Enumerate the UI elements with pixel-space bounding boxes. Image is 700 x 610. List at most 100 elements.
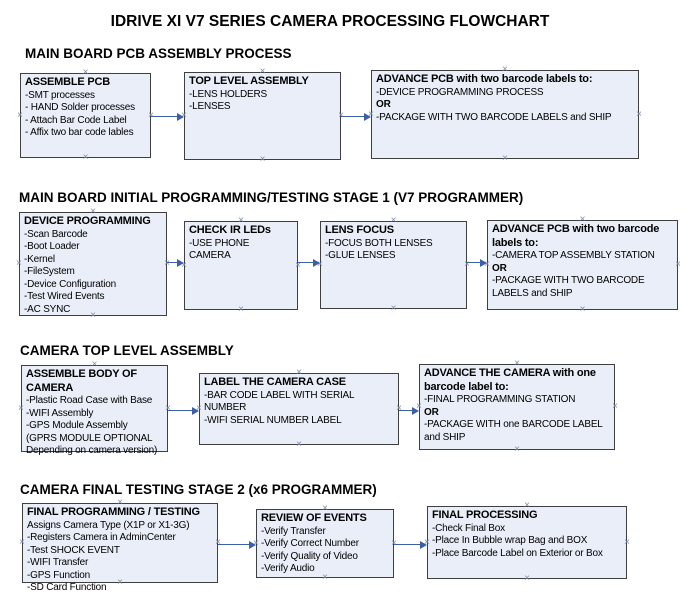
arrow-head-icon (364, 112, 371, 121)
arrow-shaft (151, 116, 179, 117)
box-line: -USE PHONE CAMERA (189, 237, 250, 262)
box-line: -GLUE LENSES (325, 250, 396, 261)
connection-point-icon: × (579, 304, 586, 315)
box-body: -Check Final Box-Place In Bubble wrap Ba… (432, 523, 622, 561)
box-title: FINAL PROGRAMMING / TESTING (27, 506, 200, 518)
box-top-level-assembly: TOP LEVEL ASSEMBLY -LENS HOLDERS-LENSES … (181, 67, 344, 165)
box-body: -FOCUS BOTH LENSES-GLUE LENSES (325, 238, 462, 263)
box-title: REVIEW OF EVENTS (261, 512, 367, 524)
box-line: OR (424, 406, 439, 418)
box-title: DEVICE PROGRAMMING (24, 215, 151, 227)
box-title: LENS FOCUS (325, 224, 394, 236)
arrow-head-icon (192, 406, 199, 415)
box-line: -WIFI Assembly (26, 407, 94, 419)
box-body: -Scan Barcode-Boot Loader-Kernel-FileSys… (24, 229, 162, 317)
box-line: - Attach Bar Code Label (25, 114, 127, 126)
box-line: -AC SYNC (24, 303, 71, 315)
box-line: -Kernel (24, 253, 55, 265)
box-body: -Verify Transfer-Verify Correct Number-V… (261, 526, 389, 576)
box-line: -FINAL PROGRAMMING STATION (424, 394, 576, 405)
box-line: -PACKAGE WITH TWO BARCODE LABELS and SHI… (376, 111, 612, 123)
connection-point-icon: × (16, 258, 22, 269)
box-line: Assigns Camera Type (X1P or X1-3G) (27, 519, 190, 531)
arrow-head-icon (412, 406, 419, 415)
section-heading-final-testing: CAMERA FINAL TESTING STAGE 2 (x6 PROGRAM… (20, 482, 377, 497)
arrow-shaft (394, 544, 422, 545)
box-line: -SMT processes (25, 89, 95, 101)
arrow-head-icon (313, 258, 320, 267)
box-assemble-pcb: ASSEMBLE PCB -SMT processes- HAND Solder… (17, 68, 154, 163)
section-heading-stage1: MAIN BOARD INITIAL PROGRAMMING/TESTING S… (19, 190, 524, 205)
connection-point-icon: × (82, 152, 89, 163)
box-line: -WIFI SERIAL NUMBER LABEL (204, 414, 342, 426)
box-title: CHECK IR LEDs (189, 224, 271, 236)
connection-point-icon: × (514, 444, 520, 455)
box-check-ir-leds: CHECK IR LEDs -USE PHONE CAMERA ×××× (181, 216, 301, 315)
box-title: ASSEMBLE PCB (25, 76, 110, 88)
arrow-head-icon (177, 112, 184, 121)
box-line: -PACKAGE WITH one BARCODE LABEL and SHIP (424, 419, 603, 443)
box-line: -Check Final Box (432, 522, 505, 534)
box-lens-focus: LENS FOCUS -FOCUS BOTH LENSES-GLUE LENSE… (317, 216, 470, 314)
box-line: -CAMERA TOP ASSEMBLY STATION (492, 250, 655, 261)
box-line: -FOCUS BOTH LENSES (325, 237, 433, 249)
box-line: -BAR CODE LABEL WITH SERIAL NUMBER (204, 389, 355, 414)
connection-point-icon: × (524, 573, 530, 584)
connection-point-icon: × (502, 153, 508, 164)
box-title: TOP LEVEL ASSEMBLY (189, 75, 309, 87)
box-line: -FileSystem (24, 266, 75, 277)
box-final-programming-testing: FINAL PROGRAMMING / TESTING Assigns Came… (19, 498, 221, 594)
box-line: -GPS Module Assembly (26, 420, 128, 431)
arrow-shaft (168, 410, 194, 411)
connection-point-icon: × (19, 537, 25, 548)
arrow-finalprog-to-review (218, 540, 256, 549)
box-advance-pcb-stage1: ADVANCE PCB with two barcode labels to: … (484, 215, 681, 315)
box-line: -Test Wired Events (24, 291, 105, 302)
section-heading-pcb-assembly: MAIN BOARD PCB ASSEMBLY PROCESS (25, 46, 292, 61)
box-review-of-events: REVIEW OF EVENTS -Verify Transfer-Verify… (253, 504, 397, 583)
connection-point-icon: × (390, 303, 397, 314)
arrow-shaft (341, 116, 366, 117)
box-line: -Verify Correct Number (261, 538, 359, 549)
connection-point-icon: × (17, 109, 23, 121)
arrow-assemble-to-toplevel (151, 112, 184, 121)
arrow-head-icon (249, 540, 256, 549)
box-body: -SMT processes- HAND Solder processes- A… (25, 90, 146, 140)
box-line: (GPRS MODULE OPTIONAL (26, 432, 153, 444)
box-line: - Affix two bar code lables (25, 127, 134, 138)
box-body: -LENS HOLDERS-LENSES (189, 89, 336, 114)
arrow-shaft (218, 544, 251, 545)
box-line: -SD Card Function (27, 582, 107, 593)
box-line: -Place Barcode Label on Exterior or Box (432, 547, 603, 559)
box-body: -BAR CODE LABEL WITH SERIAL NUMBER-WIFI … (204, 390, 394, 428)
arrow-body-to-label (168, 406, 199, 415)
box-device-programming: DEVICE PROGRAMMING -Scan Barcode-Boot Lo… (16, 207, 170, 321)
box-title: ADVANCE PCB with two barcode labels to: (376, 73, 593, 85)
box-advance-camera: ADVANCE THE CAMERA with one barcode labe… (416, 359, 618, 455)
box-title: LABEL THE CAMERA CASE (204, 376, 346, 388)
arrow-deviceprog-to-checkir (167, 258, 184, 267)
connection-point-icon: × (636, 108, 642, 120)
box-advance-pcb-assembly: ADVANCE PCB with two barcode labels to: … (368, 65, 642, 164)
connection-point-icon: × (18, 402, 24, 414)
box-final-processing: FINAL PROCESSING -Check Final Box-Place … (424, 501, 630, 584)
box-body: -USE PHONE CAMERA (189, 238, 293, 263)
box-line: -Scan Barcode (24, 228, 88, 240)
box-body: -Plastic Road Case with Base-WIFI Assemb… (26, 395, 163, 458)
box-line: -LENSES (189, 101, 231, 112)
box-line: OR (376, 99, 391, 110)
arrow-shaft (298, 262, 315, 263)
box-line: OR (492, 262, 507, 274)
box-line: -Boot Loader (24, 241, 80, 252)
arrow-label-to-advance3 (399, 406, 419, 415)
connection-point-icon: × (612, 401, 618, 412)
box-line: -Test SHOCK EVENT (27, 544, 120, 556)
arrow-head-icon (177, 258, 184, 267)
box-line: -DEVICE PROGRAMMING PROCESS (376, 86, 544, 98)
box-body: Assigns Camera Type (X1P or X1-3G)-Regis… (27, 520, 213, 595)
connection-point-icon: × (624, 536, 630, 548)
box-line: -LENS HOLDERS (189, 88, 267, 100)
